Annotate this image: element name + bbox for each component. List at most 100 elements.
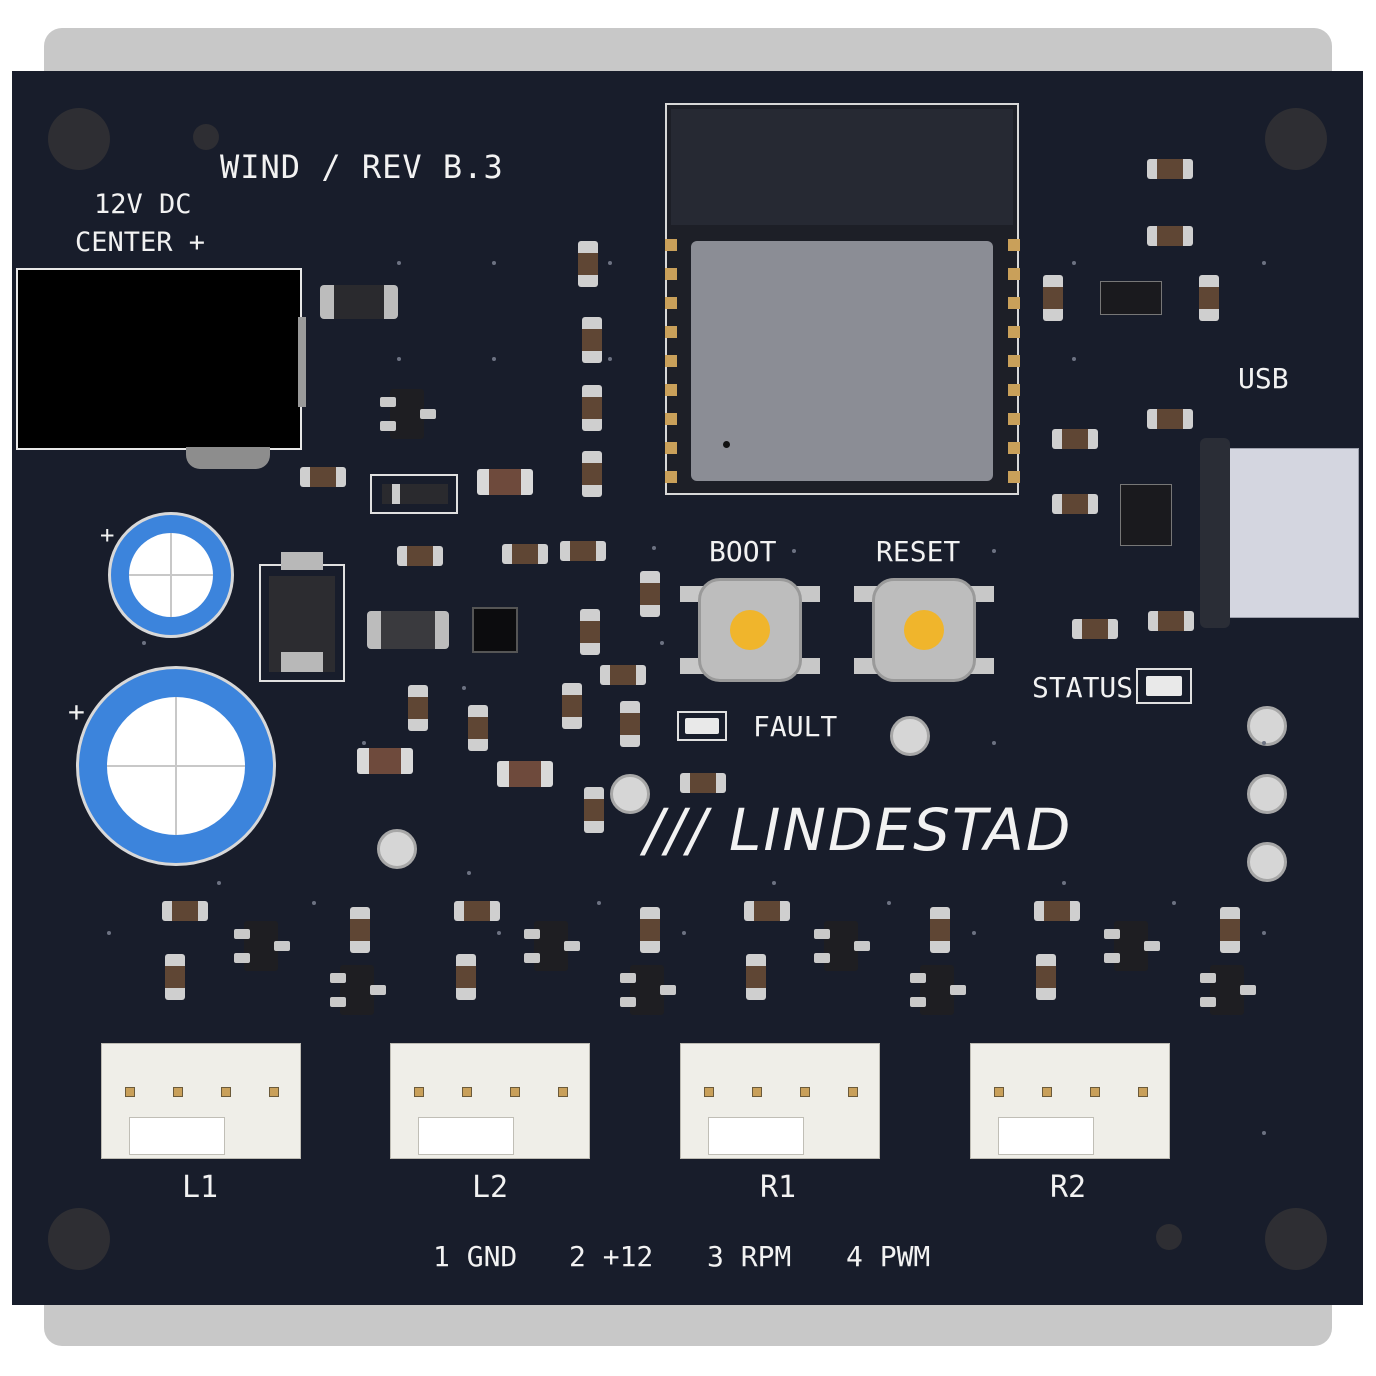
via	[792, 549, 796, 553]
connector-pin	[994, 1087, 1004, 1097]
module-pin	[665, 442, 677, 454]
via	[992, 549, 996, 553]
power-label-voltage: 12V DC	[94, 189, 192, 220]
test-point[interactable]	[610, 774, 650, 814]
tactile-button-icon	[904, 610, 944, 650]
connector-label-l2: L2	[472, 1170, 509, 1205]
fault-label: FAULT	[753, 710, 838, 743]
via	[887, 901, 891, 905]
smd-part-vertical	[640, 907, 660, 953]
connector-pin	[752, 1087, 762, 1097]
transistor-sot23	[1104, 921, 1164, 977]
inductor-smd	[320, 285, 398, 319]
connector-pin	[510, 1087, 520, 1097]
fault-led	[677, 711, 727, 741]
transistor-sot23	[234, 921, 294, 977]
reset-button[interactable]	[854, 578, 994, 682]
via	[660, 641, 664, 645]
connector-label-r1: R1	[760, 1170, 797, 1205]
via	[1262, 1131, 1266, 1135]
connector-pin	[221, 1087, 231, 1097]
diode-smd	[259, 552, 345, 682]
transistor-sot23	[380, 389, 440, 445]
via	[497, 931, 501, 935]
smd-resistor	[477, 469, 533, 495]
module-pin	[1008, 384, 1020, 396]
status-led	[1136, 668, 1192, 704]
smd-part-vertical	[1220, 907, 1240, 953]
smd-capacitor	[1052, 429, 1098, 449]
transistor-sot23	[910, 965, 970, 1021]
via	[652, 546, 656, 550]
connector-pin	[848, 1087, 858, 1097]
transistor-sot23	[524, 921, 584, 977]
sot-ic	[1100, 281, 1162, 315]
connector-latch	[418, 1117, 514, 1155]
module-pin	[665, 297, 677, 309]
via	[772, 881, 776, 885]
transistor-sot23	[330, 965, 390, 1021]
module-pin	[665, 239, 677, 251]
smd-part-vertical	[468, 705, 488, 751]
via	[608, 357, 612, 361]
test-point[interactable]	[377, 829, 417, 869]
smd-part-vertical	[1043, 275, 1063, 321]
smd-capacitor	[744, 901, 790, 921]
module-pin	[665, 384, 677, 396]
smd-part-vertical	[456, 954, 476, 1000]
via	[397, 261, 401, 265]
connector-pin	[1138, 1087, 1148, 1097]
usb-connector-icon[interactable]	[1216, 448, 1359, 618]
smd-capacitor	[680, 773, 726, 793]
module-pin	[665, 355, 677, 367]
test-point[interactable]	[890, 716, 930, 756]
via	[312, 901, 316, 905]
test-point[interactable]	[1247, 706, 1287, 746]
smd-resistor	[357, 748, 413, 774]
electrolytic-capacitor-icon	[76, 666, 276, 866]
diode-smd-small	[370, 474, 458, 514]
antenna-area	[671, 109, 1013, 225]
smd-part-vertical	[408, 685, 428, 731]
via	[142, 641, 146, 645]
smd-part-vertical	[1199, 275, 1219, 321]
module-pin	[1008, 442, 1020, 454]
transistor-sot23	[814, 921, 874, 977]
dc-jack-icon	[16, 268, 302, 450]
via	[1262, 261, 1266, 265]
smd-part-vertical	[584, 787, 604, 833]
module-pin	[1008, 297, 1020, 309]
pinout-gnd: 1 GND	[433, 1240, 518, 1273]
electrolytic-capacitor-icon	[108, 512, 234, 638]
via	[608, 261, 612, 265]
smd-capacitor	[1052, 494, 1098, 514]
qfn-ic	[472, 607, 518, 653]
boot-label: BOOT	[709, 535, 777, 568]
connector-label-r2: R2	[1050, 1170, 1087, 1205]
via	[992, 741, 996, 745]
mounting-hole-icon	[1265, 108, 1327, 170]
capacitor-plus: +	[100, 521, 115, 549]
smd-part-vertical	[582, 317, 602, 363]
smd-capacitor	[397, 546, 443, 566]
smd-capacitor	[454, 901, 500, 921]
test-point[interactable]	[1247, 842, 1287, 882]
via	[492, 357, 496, 361]
dc-jack-pin	[186, 447, 270, 469]
via	[107, 931, 111, 935]
smd-capacitor	[600, 665, 646, 685]
boot-button[interactable]	[680, 578, 820, 682]
module-pin	[1008, 268, 1020, 280]
module-pin	[1008, 413, 1020, 425]
via	[597, 901, 601, 905]
smd-capacitor	[1147, 409, 1193, 429]
connector-pin	[414, 1087, 424, 1097]
brand-logo: /// LINDESTAD	[644, 796, 1073, 864]
power-label-polarity: CENTER +	[75, 227, 206, 258]
connector-pin	[173, 1087, 183, 1097]
smd-capacitor	[560, 541, 606, 561]
connector-pin	[125, 1087, 135, 1097]
mounting-hole-icon	[1265, 1208, 1327, 1270]
smd-capacitor	[502, 544, 548, 564]
test-point[interactable]	[1247, 774, 1287, 814]
